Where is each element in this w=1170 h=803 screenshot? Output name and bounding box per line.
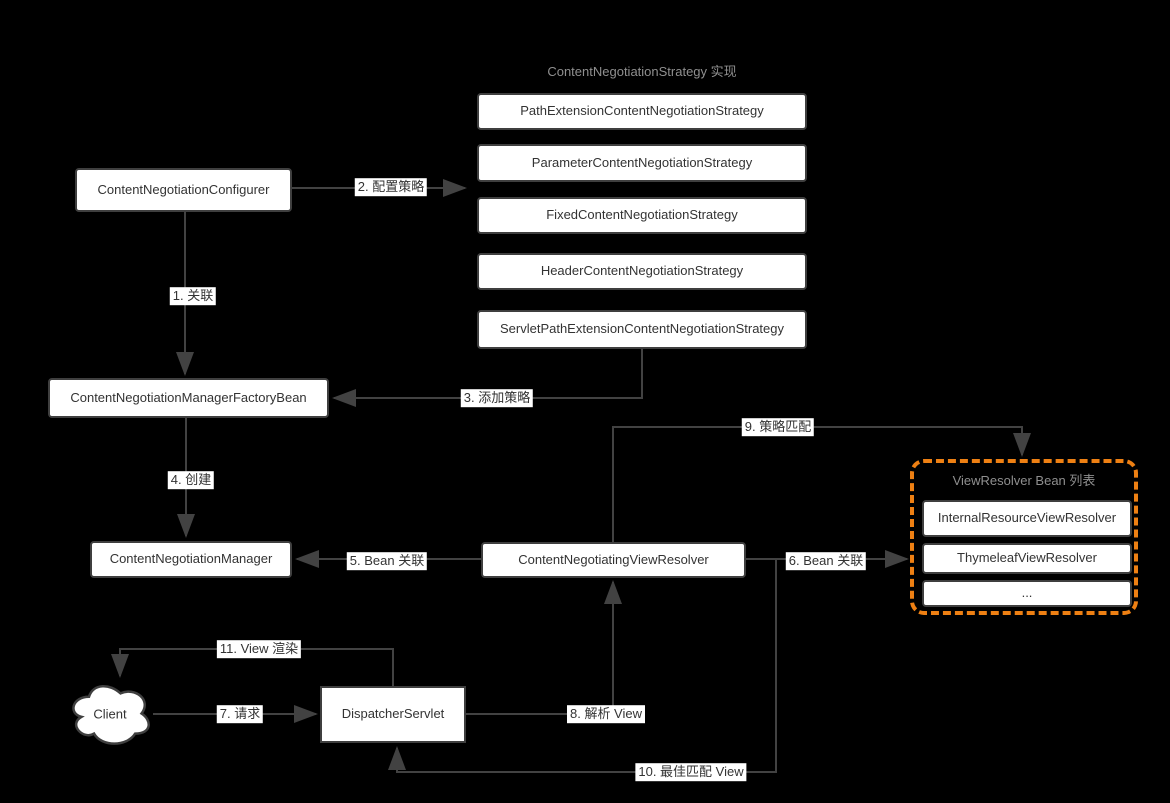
edge-4-label: 4. 创建 — [167, 471, 215, 489]
edge-1-label: 1. 关联 — [169, 287, 217, 305]
edge-5-label: 5. Bean 关联 — [346, 552, 428, 570]
edge-6-label: 6. Bean 关联 — [785, 552, 867, 570]
dispatcher-servlet-node: DispatcherServlet — [320, 686, 466, 743]
edge-7-label: 7. 请求 — [216, 705, 264, 723]
viewresolver-box-more: ... — [922, 580, 1132, 607]
manager-factory-bean-node: ContentNegotiationManagerFactoryBean — [48, 378, 329, 418]
edge-3-add-strategy-line — [332, 349, 643, 407]
edge-10-best-match-line — [388, 559, 777, 773]
strategy-box-header: HeaderContentNegotiationStrategy — [477, 253, 807, 290]
strategy-box-path-extension: PathExtensionContentNegotiationStrategy — [477, 93, 807, 130]
edge-3-label: 3. 添加策略 — [460, 389, 534, 407]
edge-11-label: 11. View 渲染 — [216, 640, 302, 658]
edge-8-resolve-view-line — [465, 580, 622, 715]
edge-2-label: 2. 配置策略 — [354, 178, 428, 196]
strategy-group-title: ContentNegotiationStrategy 实现 — [547, 64, 737, 79]
client-node-label: Client — [93, 706, 127, 722]
view-resolver-group: ViewResolver Bean 列表 InternalResourceVie… — [910, 459, 1138, 615]
edge-9-label: 9. 策略匹配 — [741, 418, 815, 436]
client-cloud-shape — [72, 685, 150, 745]
viewresolver-box-thymeleaf: ThymeleafViewResolver — [922, 543, 1132, 574]
strategy-box-servlet-path-extension: ServletPathExtensionContentNegotiationSt… — [477, 310, 807, 349]
strategy-box-fixed: FixedContentNegotiationStrategy — [477, 197, 807, 234]
edge-9-strategy-match-line — [612, 426, 1031, 542]
negotiating-view-resolver-node: ContentNegotiatingViewResolver — [481, 542, 746, 578]
edge-10-label: 10. 最佳匹配 View — [635, 763, 747, 781]
manager-node: ContentNegotiationManager — [90, 541, 292, 578]
view-resolver-group-title: ViewResolver Bean 列表 — [952, 473, 1096, 488]
configurer-node: ContentNegotiationConfigurer — [75, 168, 292, 212]
viewresolver-box-internal-resource: InternalResourceViewResolver — [922, 500, 1132, 537]
strategy-box-parameter: ParameterContentNegotiationStrategy — [477, 144, 807, 182]
edge-8-label: 8. 解析 View — [566, 705, 646, 723]
